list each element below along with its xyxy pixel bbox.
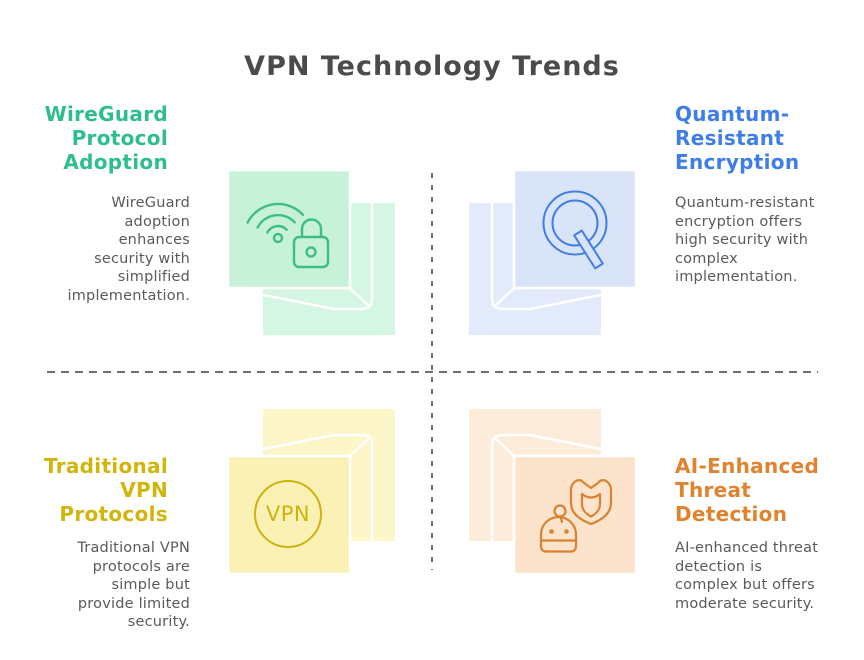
vpn-icon-label: VPN: [266, 502, 310, 526]
quadrant-heading-ai: AI-Enhanced Threat Detection: [675, 454, 820, 526]
quadrant-description-traditional: Traditional VPN protocols are simple but…: [77, 540, 190, 630]
quadrant-heading-traditional: Traditional VPN Protocols: [43, 454, 168, 526]
quadrant-heading-quantum: Quantum-Resistant Encryption: [675, 102, 800, 174]
icon-box-quantum: [467, 168, 638, 337]
quadrant-description-wireguard: WireGuard adoption enhances security wit…: [67, 195, 190, 304]
vpn-circle-icon: VPN: [254, 480, 322, 548]
quadrant-description-ai: AI-enhanced threat detection is complex …: [675, 540, 819, 612]
quantum-q-icon: [542, 190, 608, 270]
quadrant-heading-wireguard: WireGuard Protocol Adoption: [44, 102, 168, 174]
page-title: VPN Technology Trends: [244, 51, 620, 82]
robot-shield-icon: [539, 479, 613, 553]
icon-box-wireguard: [226, 168, 397, 337]
wifi-lock-icon: [246, 202, 330, 269]
quadrant-description-quantum: Quantum-resistant encryption offers high…: [675, 195, 815, 285]
